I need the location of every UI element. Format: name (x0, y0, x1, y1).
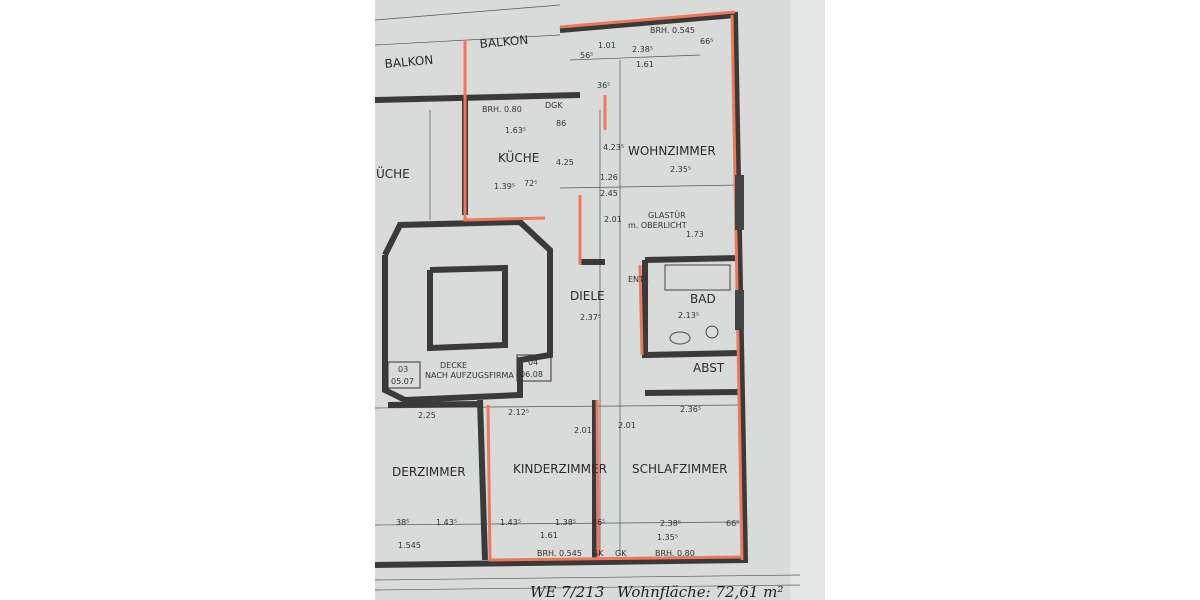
dim: 1.26 (600, 173, 618, 182)
dim: BRH. 0.545 (537, 549, 582, 558)
window (735, 290, 744, 330)
unit-04-value: 06.08 (520, 370, 543, 379)
dim: 36⁵ (597, 81, 610, 90)
dim: DGK (545, 101, 563, 110)
note-oberlicht: m. OBERLICHT (628, 221, 687, 230)
dim: 2.36⁵ (680, 405, 701, 414)
dim: 72⁵ (524, 179, 537, 188)
dim: 4.23⁵ (603, 143, 624, 152)
dim: 1.38⁵ (555, 518, 576, 527)
dim: 2.12⁵ (508, 408, 529, 417)
dim: 1.63⁵ (505, 126, 526, 135)
room-derzimmer: DERZIMMER (392, 465, 466, 479)
dim: 1.01 (598, 41, 616, 50)
dim: 1.43⁵ (500, 518, 521, 527)
dim: 66⁵ (700, 37, 713, 46)
dim: 56⁵ (580, 51, 593, 60)
dim: 86⁵ (592, 518, 605, 527)
unit-box-03 (387, 361, 421, 389)
toilet (705, 325, 719, 339)
handwritten-area: Wohnfläche: 72,61 m² (617, 583, 783, 600)
dim: GK (615, 549, 627, 558)
dim: 1.73 (686, 230, 704, 239)
dim: 66⁵ (726, 519, 739, 528)
handwritten-unit: WE 7/213 (530, 583, 604, 600)
dim: 1.39⁵ (494, 182, 515, 191)
window (735, 175, 744, 230)
dim: 2.13⁵ (678, 311, 699, 320)
room-diele: DIELE (570, 289, 605, 303)
dimension-lines (374, 4, 801, 591)
dim: 86 (556, 119, 566, 128)
dim: 2.25 (418, 411, 436, 420)
sink (669, 331, 691, 345)
room-balkon-left: BALKON (384, 53, 434, 71)
dim: 2.01 (618, 421, 636, 430)
note-decke: DECKE (440, 361, 467, 370)
dim: 1.43⁵ (436, 518, 457, 527)
room-abst: ABST (693, 361, 725, 375)
dim: BRH. 0.80 (482, 105, 522, 114)
dim: BRH. 0.80 (655, 549, 695, 558)
room-kueche: KÜCHE (498, 149, 539, 165)
note-glastuer: GLASTÜR (648, 210, 686, 220)
dim: 2.35⁵ (670, 165, 691, 174)
dim: BRH. 0.545 (650, 26, 695, 35)
room-wohnzimmer: WOHNZIMMER (628, 144, 716, 158)
unit-04: 04 (528, 358, 538, 367)
dim: 38⁵ (396, 518, 409, 527)
dim: 2.37⁵ (580, 313, 601, 322)
dim: 1.35⁵ (657, 533, 678, 542)
dim: GK (592, 549, 604, 558)
room-bad: BAD (690, 292, 716, 306)
room-balkon: BALKON (479, 33, 529, 51)
unit-box-04 (516, 354, 552, 382)
unit-03: 03 (398, 365, 408, 374)
dim: 1.61 (636, 60, 654, 69)
room-schlafzimmer: SCHLAFZIMMER (632, 462, 727, 476)
room-kinderzimmer: KINDERZIMMER (513, 462, 607, 476)
note-aufzug: NACH AUFZUGSFIRMA (425, 371, 514, 380)
dim: 2.45 (600, 189, 618, 198)
dimension-labels: BRH. 0.545 2.38⁵ 66⁵ 1.61 56⁵ 1.01 36⁵ 4… (396, 26, 739, 558)
room-kueche-left: ÜCHE (376, 165, 410, 181)
bathtub (664, 264, 731, 291)
dim: 2.01 (574, 426, 592, 435)
paper-margin (790, 0, 825, 600)
highlighted-walls (463, 10, 744, 562)
dim: 2.38⁵ (632, 45, 653, 54)
dim: 1.61 (540, 531, 558, 540)
dim: 2.38⁵ (660, 519, 681, 528)
dim: 2.01 (604, 215, 622, 224)
dim: 4.25 (556, 158, 574, 167)
note-entl: ENTL (628, 275, 649, 284)
dim: 1.545 (398, 541, 421, 550)
unit-03-value: 05.07 (391, 377, 414, 386)
